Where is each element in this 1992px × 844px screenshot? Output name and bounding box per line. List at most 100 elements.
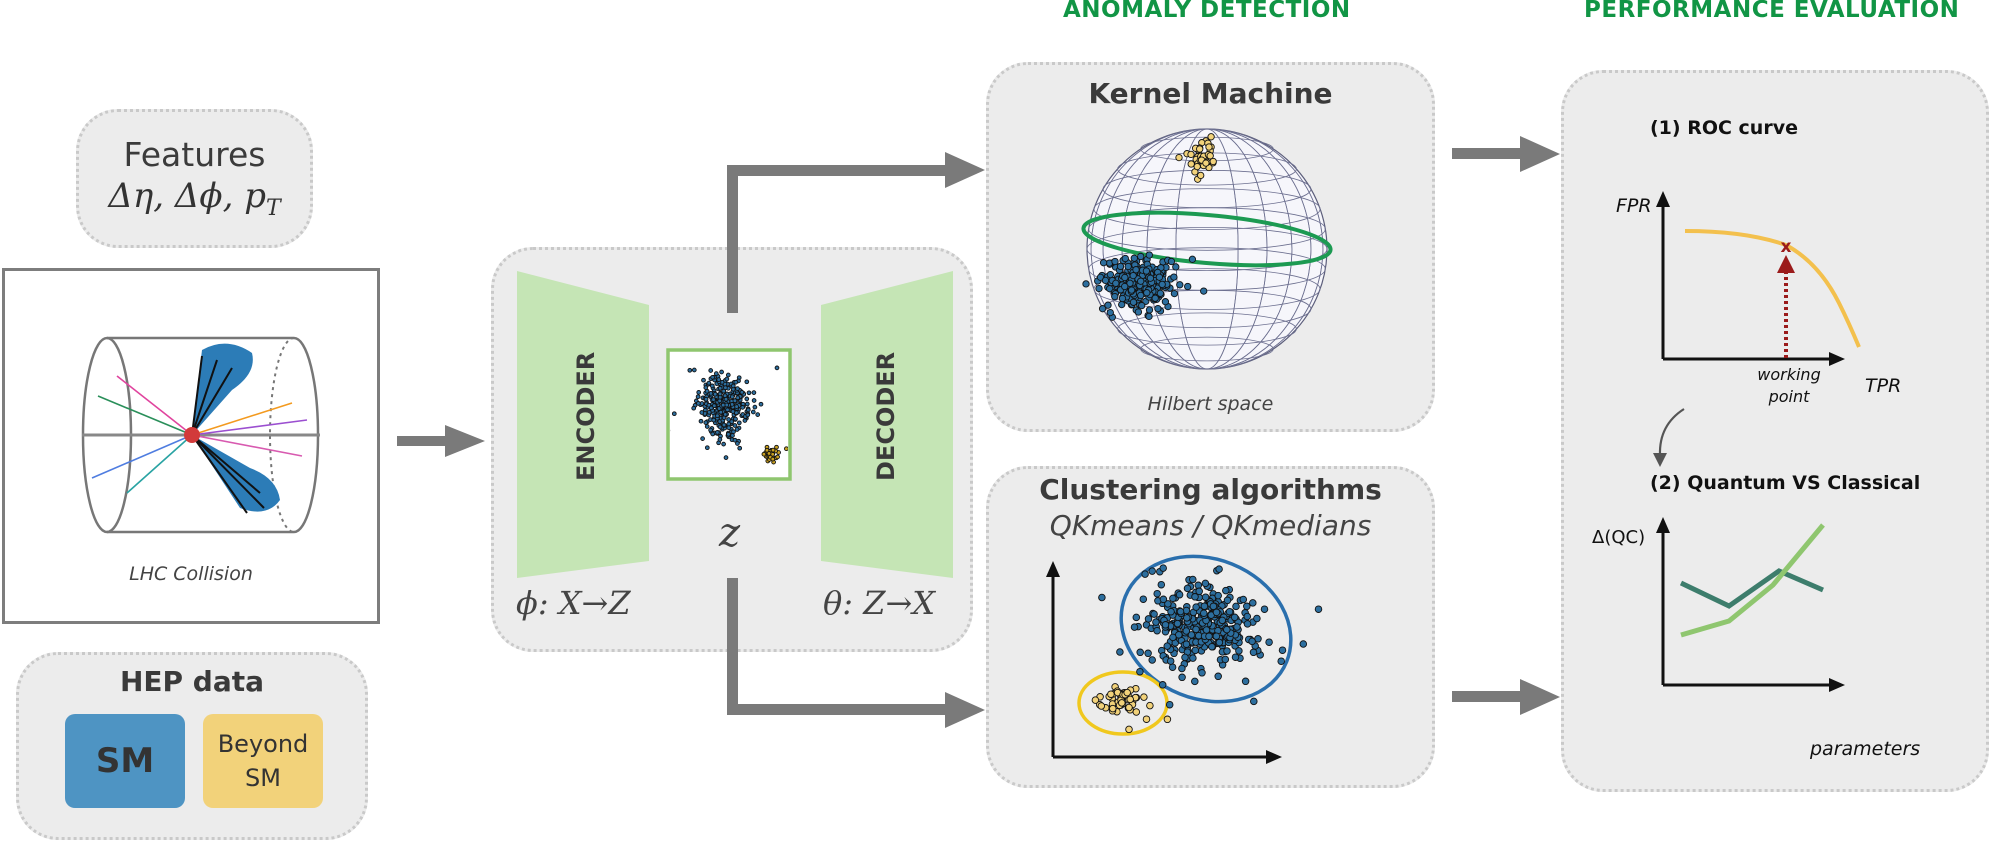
clustering-sm-points-point bbox=[1195, 587, 1203, 596]
latent-sm-cluster-point bbox=[708, 427, 713, 433]
clustering-sm-points-point bbox=[1212, 608, 1221, 617]
latent-sm-cluster-point bbox=[715, 413, 720, 419]
detector-right-cap-back bbox=[269, 337, 295, 533]
latent-sm-cluster-point bbox=[704, 445, 710, 451]
latent-sm-cluster-point bbox=[703, 420, 709, 425]
clustering-bsm-points-point bbox=[1123, 688, 1131, 697]
quantum-classical-chart bbox=[1656, 517, 1845, 692]
clustering-sm-points-point bbox=[1141, 570, 1149, 578]
latent-sm-cluster-point bbox=[719, 369, 724, 375]
decoder-map-label: θ: Z→X bbox=[823, 584, 936, 622]
clustering-bsm-points-point bbox=[1091, 696, 1100, 704]
latent-sm-cluster-point bbox=[735, 386, 740, 391]
clustering-bsm-points-point bbox=[1132, 708, 1141, 716]
clustering-sm-points-point bbox=[1221, 655, 1230, 664]
latent-sm-cluster-point bbox=[758, 401, 764, 407]
clustering-sm-points-point bbox=[1225, 607, 1234, 616]
latent-sm-cluster-point bbox=[726, 431, 731, 437]
track-pink bbox=[191, 434, 303, 457]
arrow-to-clustering-head bbox=[945, 692, 985, 728]
track-green bbox=[97, 395, 193, 436]
encoder-trapezoid bbox=[517, 271, 649, 578]
latent-sm-cluster-point bbox=[732, 398, 738, 404]
decision-boundary-ring bbox=[1081, 210, 1333, 268]
clustering-sm-points-point bbox=[1148, 567, 1156, 575]
sphere-sm-cluster-point bbox=[1145, 306, 1154, 314]
clustering-sm-points-point bbox=[1235, 647, 1243, 655]
latent-sm-cluster-point bbox=[732, 437, 738, 443]
sphere-sm-cluster-point bbox=[1155, 273, 1164, 281]
clustering-y-axis bbox=[1046, 561, 1060, 577]
arrow-clustering-to-performance-shaft bbox=[1452, 691, 1522, 702]
clustering-bsm-points-point bbox=[1107, 690, 1115, 698]
clustering-sm-points-point bbox=[1136, 648, 1144, 657]
latent-sm-cluster-point bbox=[751, 390, 757, 395]
sphere-sm-cluster-point bbox=[1134, 308, 1143, 316]
sphere-sm-cluster-point bbox=[1156, 289, 1165, 297]
clustering-sm-points-point bbox=[1205, 632, 1213, 641]
latent-sm-cluster-point bbox=[730, 433, 735, 438]
sm-label: SM bbox=[95, 741, 155, 781]
latent-sm-cluster-point bbox=[730, 383, 736, 389]
sm-box: SM bbox=[65, 714, 185, 808]
clustering-sm-points-point bbox=[1132, 613, 1141, 622]
clustering-sm-points-point bbox=[1239, 595, 1248, 604]
clustering-sm-points-point bbox=[1189, 575, 1197, 584]
latent-sm-cluster-point bbox=[691, 405, 697, 411]
sphere-sm-cluster-point bbox=[1132, 266, 1140, 274]
latent-sm-cluster-point bbox=[715, 430, 720, 435]
sphere-sm-cluster-point bbox=[1146, 274, 1155, 282]
parameters-label: parameters bbox=[1810, 738, 1921, 760]
clustering-sm-points-point bbox=[1243, 620, 1252, 628]
sphere-sm-cluster bbox=[1082, 251, 1208, 321]
latent-sm-cluster-point bbox=[696, 401, 701, 406]
latent-sm-cluster-point bbox=[701, 377, 706, 383]
performance-panel: (1) ROC curve x FPR TPR working point (2… bbox=[1561, 70, 1989, 792]
clustering-sm-points-point bbox=[1214, 591, 1222, 600]
clustering-sm-points-point bbox=[1178, 673, 1186, 682]
latent-sm-cluster-point bbox=[712, 391, 718, 397]
sphere-sm-cluster-point bbox=[1127, 286, 1136, 294]
latent-sm-cluster-point bbox=[718, 409, 724, 415]
clustering-sm-points-point bbox=[1148, 656, 1156, 664]
latent-bsm-cluster bbox=[761, 444, 788, 465]
clustering-sm-points-point bbox=[1223, 647, 1231, 655]
clustering-sm-points-point bbox=[1158, 681, 1167, 689]
latent-sm-cluster-point bbox=[711, 397, 716, 402]
sphere-bsm-cluster-point bbox=[1202, 159, 1210, 167]
clustering-sm-points-point bbox=[1278, 646, 1287, 654]
clustering-bsm-points bbox=[1091, 683, 1172, 734]
latent-sm-cluster-point bbox=[721, 388, 727, 394]
clustering-sm-points-point bbox=[1152, 618, 1160, 626]
clustering-title: Clustering algorithms bbox=[1039, 473, 1382, 506]
clustering-sm-points-point bbox=[1260, 605, 1269, 613]
quantum-series-line bbox=[1679, 568, 1824, 609]
track-blue bbox=[91, 434, 193, 479]
bsm-label-line1: Beyond bbox=[217, 730, 309, 758]
latent-sm-cluster-point bbox=[737, 445, 743, 451]
latent-bsm-cluster-point bbox=[784, 446, 788, 452]
latent-sm-cluster-point bbox=[713, 371, 719, 376]
latent-bsm-cluster-point bbox=[770, 456, 776, 462]
latent-sm-cluster-point bbox=[721, 441, 726, 447]
anomaly-detection-header: ANOMALY DETECTION bbox=[1063, 0, 1351, 23]
arrow-to-autoencoder-head bbox=[445, 425, 485, 457]
latent-sm-cluster-point bbox=[717, 391, 723, 397]
latent-bsm-cluster-point bbox=[774, 444, 779, 450]
latent-bsm-cluster-point bbox=[761, 451, 767, 457]
latent-sm-cluster-point bbox=[729, 419, 735, 424]
sphere-parallel bbox=[1093, 268, 1321, 310]
latent-bsm-cluster-point bbox=[770, 447, 776, 453]
latent-sm-cluster-point bbox=[700, 436, 705, 441]
track-orange bbox=[191, 402, 293, 436]
sphere-sm-cluster-point bbox=[1099, 259, 1108, 267]
sphere-sm-cluster-point bbox=[1082, 280, 1090, 288]
clustering-sm-points-point bbox=[1222, 586, 1230, 595]
clustering-sm-points-point bbox=[1192, 625, 1200, 634]
features-panel: Features Δη, Δϕ, pT bbox=[76, 109, 313, 248]
latent-sm-cluster-point bbox=[722, 412, 728, 417]
performance-evaluation-header: PERFORMANCE EVALUATION bbox=[1584, 0, 1960, 23]
track-purple bbox=[191, 419, 308, 436]
autoencoder-shapes bbox=[517, 271, 953, 578]
latent-sm-cluster-point bbox=[691, 367, 697, 373]
